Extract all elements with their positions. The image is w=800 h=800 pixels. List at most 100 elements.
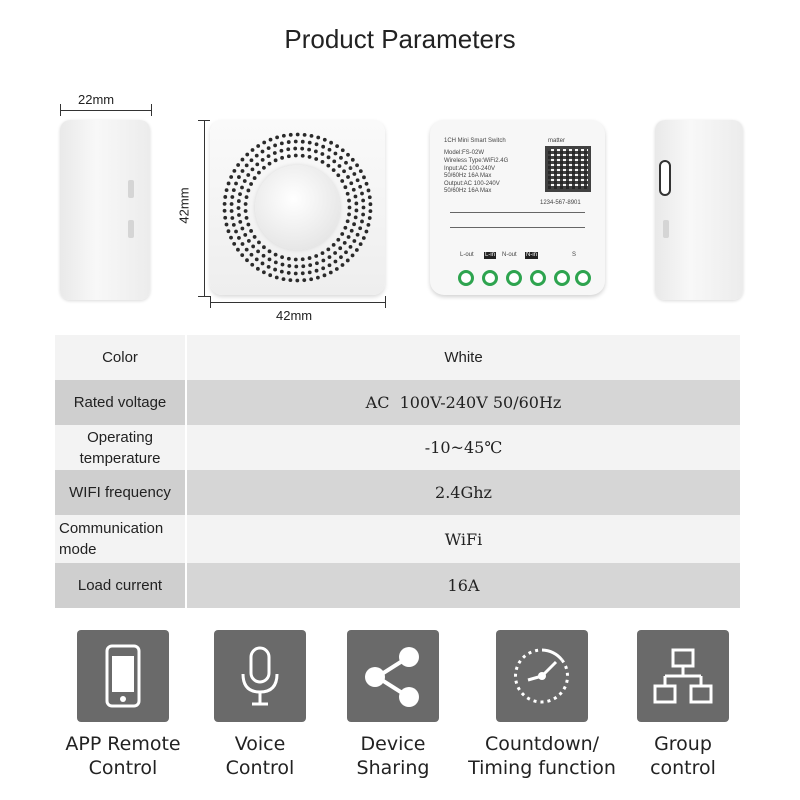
spec-value: WiFi: [185, 515, 740, 563]
grille-hole: [326, 247, 331, 252]
feature-label-line2: Timing function: [468, 757, 616, 779]
grille-hole: [349, 228, 354, 233]
height-dimension-line: [204, 120, 205, 296]
grille-hole: [351, 187, 356, 192]
grille-hole: [343, 225, 348, 230]
grille-hole: [358, 184, 363, 189]
grille-hole: [222, 201, 227, 206]
width-label: 42mm: [276, 308, 313, 323]
terminal-l-in: [482, 270, 498, 286]
grille-hole: [240, 185, 244, 190]
grille-hole: [313, 149, 318, 154]
grille-hole: [314, 142, 319, 147]
grille-hole: [266, 146, 271, 151]
grille-hole: [267, 257, 272, 262]
grille-hole: [286, 154, 291, 159]
grille-hole: [347, 205, 352, 210]
grille-hole: [322, 137, 327, 142]
feature-device-sharing: Device Sharing: [318, 630, 468, 780]
grille-hole: [287, 264, 292, 268]
grille-hole: [286, 140, 291, 144]
grille-hole: [320, 251, 325, 256]
grille-hole: [293, 153, 298, 158]
grille-hole: [288, 132, 293, 137]
grille-hole: [309, 133, 314, 138]
grille-hole: [333, 251, 337, 255]
timer-icon: [514, 648, 569, 704]
center-button: [255, 165, 340, 250]
grille-hole: [349, 181, 354, 186]
grille-hole: [294, 264, 299, 269]
grille-hole: [238, 219, 243, 224]
grille-hole: [333, 151, 338, 156]
terminal-label-n-in: N-in: [525, 252, 539, 259]
grille-hole: [352, 239, 357, 243]
feature-label-line2: Control: [225, 757, 295, 779]
grille-hole: [326, 163, 331, 168]
grille-hole: [346, 152, 350, 157]
device-code: 1234-567-8901: [540, 200, 581, 206]
grille-hole: [279, 141, 284, 146]
grille-hole: [344, 250, 348, 255]
terminal-label-n-out: N-out: [502, 252, 517, 258]
grille-hole: [327, 263, 332, 268]
page-title: Product Parameters: [284, 24, 516, 54]
grille-hole: [343, 185, 348, 190]
spec-table: Color White Rated voltage AC 100V-240V 5…: [55, 335, 740, 608]
grille-hole: [244, 163, 249, 168]
grille-hole: [307, 155, 312, 159]
grille-hole: [327, 255, 332, 259]
grille-hole: [244, 215, 249, 220]
grille-hole: [336, 237, 341, 242]
grille-hole: [231, 188, 236, 193]
grille-hole: [302, 278, 307, 283]
grille-hole: [240, 169, 245, 173]
grille-hole: [244, 195, 249, 200]
grille-hole: [358, 242, 363, 247]
grille-hole: [250, 167, 255, 172]
grille-hole: [321, 144, 326, 149]
grille-hole: [261, 270, 266, 275]
feature-tile: [496, 630, 588, 722]
grille-hole: [236, 199, 241, 203]
grille-hole: [347, 212, 351, 217]
grille-hole: [236, 247, 240, 252]
back-view: 1CH Mini Smart Switch matter Model:FS-02…: [430, 120, 605, 295]
grille-hole: [229, 175, 234, 179]
grille-hole: [224, 188, 229, 193]
grille-hole: [360, 191, 364, 196]
spec-row-communication-mode: Communication mode WiFi: [55, 515, 740, 563]
depth-label: 22mm: [78, 92, 115, 107]
grille-hole: [281, 133, 286, 138]
grille-hole: [249, 182, 253, 186]
grille-hole: [314, 254, 319, 258]
grille-hole: [358, 169, 363, 174]
grille-hole: [238, 192, 242, 197]
spec-value: White: [185, 335, 740, 380]
spec-label: WIFI frequency: [55, 470, 185, 515]
grille-hole: [249, 158, 254, 163]
grille-hole: [334, 267, 339, 271]
grille-hole: [338, 246, 343, 251]
grille-hole: [302, 132, 307, 137]
grille-hole: [255, 266, 260, 271]
grille-hole: [240, 253, 245, 258]
grille-hole: [281, 277, 286, 282]
device-wireless: Wireless Type:WiFi2.4G: [444, 158, 509, 164]
grille-hole: [362, 175, 366, 180]
grille-hole: [355, 163, 359, 168]
grille-hole: [346, 235, 351, 239]
grille-hole: [320, 152, 325, 156]
grille-hole: [350, 253, 355, 258]
feature-label-line1: Group: [654, 733, 712, 755]
grille-hole: [358, 226, 363, 231]
grille-hole: [280, 155, 284, 160]
grille-hole: [236, 163, 241, 167]
grille-hole: [307, 147, 312, 152]
feature-label-line1: Voice: [234, 733, 286, 755]
grille-hole: [345, 219, 350, 224]
microphone-icon: [241, 646, 279, 706]
grille-hole: [345, 258, 350, 263]
grille-hole: [246, 239, 251, 243]
phone-icon: [105, 644, 141, 708]
